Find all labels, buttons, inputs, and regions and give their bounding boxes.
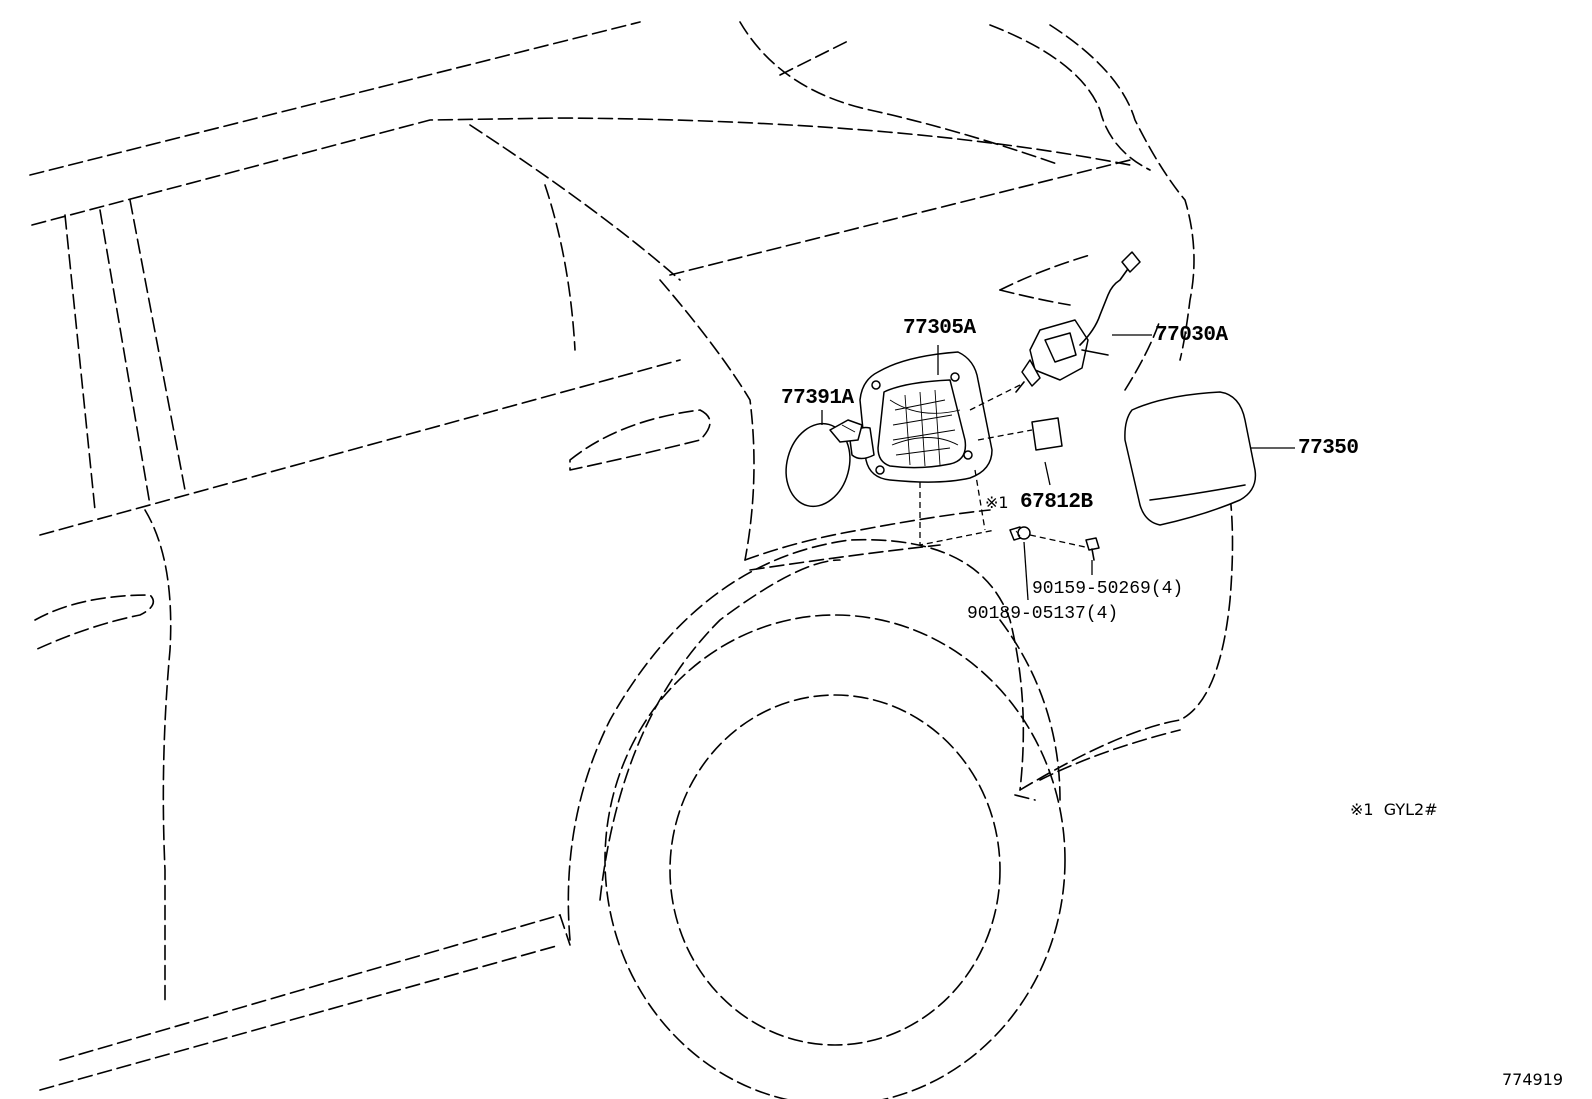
- vehicle-body-outline: [29, 21, 1234, 1099]
- fuel-filler-housing-77305A: [849, 351, 993, 483]
- footnote-mark: ※1: [1350, 800, 1374, 819]
- part-label-77305A[interactable]: 77305A: [903, 317, 976, 340]
- assembly-guide-lines: [919, 384, 1086, 548]
- part-label-77350[interactable]: 77350: [1298, 437, 1359, 460]
- fuel-door-lid-77350: [1124, 391, 1257, 526]
- footnote-text: GYL2#: [1383, 800, 1438, 819]
- screw-90159-50269: [1085, 537, 1100, 561]
- screw-90189-05137: [1009, 526, 1031, 541]
- footnote: ※1 GYL2#: [1350, 802, 1438, 818]
- illustration-number: 774919: [1502, 1070, 1564, 1089]
- label-67812B: [1031, 417, 1063, 451]
- part-label-77030A[interactable]: 77030A: [1155, 324, 1228, 347]
- part-label-90159-50269[interactable]: 90159-50269(4): [1032, 579, 1184, 599]
- part-label-77391A[interactable]: 77391A: [781, 387, 854, 410]
- lock-actuator-77030A: [1015, 251, 1141, 393]
- part-label-67812B-mark: ※1: [985, 493, 1009, 512]
- part-label-67812B[interactable]: 67812B: [1020, 491, 1093, 514]
- gasket-77391A: [785, 419, 863, 508]
- part-label-90189-05137[interactable]: 90189-05137(4): [967, 604, 1119, 624]
- leader-lines: [821, 334, 1295, 601]
